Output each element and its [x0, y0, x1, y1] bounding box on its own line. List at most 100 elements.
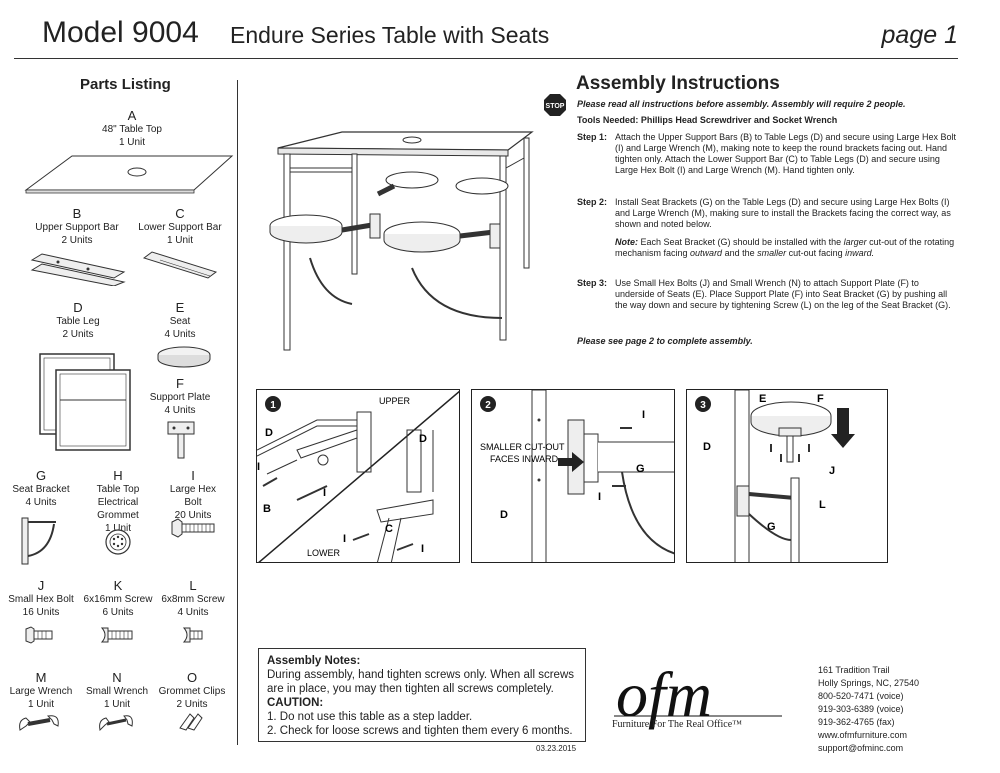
part-f: F Support Plate 4 Units [140, 376, 220, 417]
assembled-table-illustration [269, 131, 534, 351]
diagram-panel-2: 2 I SMALLER CUT-OUT FACES INWARD G I D [471, 389, 675, 563]
part-n: N Small Wrench 1 Unit [82, 670, 152, 711]
part-qty: 2 Units [176, 699, 208, 710]
contact-line: 800-520-7471 (voice) [818, 691, 904, 701]
table-top-illustration [24, 155, 234, 194]
note-emph: smaller [757, 248, 787, 258]
part-letter: B [72, 206, 82, 221]
part-letter: N [112, 670, 122, 685]
label-d: D [265, 427, 273, 439]
brand-tagline: Furniture For The Real Office™ [612, 719, 742, 730]
part-a: A 48" Table Top 1 Unit [62, 108, 202, 149]
label-d: D [419, 433, 427, 445]
note-text: cut-out of the rotating mechanism facing [615, 237, 955, 258]
part-qty: 16 Units [22, 607, 60, 618]
step-text: Install Seat Brackets (G) on the Table L… [615, 197, 951, 229]
part-name: Small Hex Bolt [8, 594, 74, 605]
model-title: Model 9004 [42, 16, 199, 49]
label-l: L [819, 499, 826, 511]
part-qty: 1 Unit [104, 523, 132, 534]
small-wrench-illustration [99, 715, 133, 732]
part-name: 6x8mm Screw [161, 594, 225, 605]
part-name: Table Leg [56, 316, 100, 327]
step-text: Attach the Upper Support Bars (B) to Tab… [615, 132, 957, 175]
part-letter: A [127, 108, 137, 123]
part-name: Lower Support Bar [138, 222, 222, 233]
small-hex-bolt-illustration [25, 626, 53, 644]
part-qty: 4 Units [164, 405, 196, 416]
seat-bracket-illustration [21, 517, 56, 565]
product-subtitle: Endure Series Table with Seats [230, 22, 550, 48]
step-label: Step 2: [577, 197, 608, 207]
diagram-panel-1: 1 D I I B UPPER D C I I LOWER [256, 389, 460, 563]
part-name: 6x16mm Screw [83, 594, 153, 605]
contact-line: 161 Tradition Trail [818, 665, 890, 675]
label-i: I [323, 487, 326, 499]
part-l: L 6x8mm Screw 4 Units [158, 578, 228, 619]
step-2-diagram: 2 I SMALLER CUT-OUT FACES INWARD G I D [480, 390, 674, 562]
upper-support-bar-illustration [30, 253, 126, 286]
part-name: Large Hex Bolt [169, 484, 217, 508]
part-letter: H [113, 468, 123, 483]
notes-body: During assembly, hand tighten screws onl… [267, 669, 575, 695]
part-letter: J [37, 578, 45, 593]
step-text: Use Small Hex Bolts (J) and Small Wrench… [615, 278, 951, 310]
part-letter: O [186, 670, 198, 685]
caution-item-1: 1. Do not use this table as a step ladde… [267, 711, 473, 723]
panel-number: 2 [485, 400, 491, 411]
part-qty: 2 Units [62, 329, 94, 340]
label-g: G [767, 521, 776, 533]
contact-line[interactable]: www.ofmfurniture.com [818, 730, 908, 740]
tools-needed: Tools Needed: Phillips Head Screwdriver … [577, 115, 838, 125]
part-name: Support Plate [149, 392, 211, 403]
step-label: Step 3: [577, 278, 608, 288]
part-k: K 6x16mm Screw 6 Units [80, 578, 156, 619]
seat-illustration [157, 346, 211, 368]
assembly-title: Assembly Instructions [576, 73, 780, 94]
contact-line: Holly Springs, NC, 27540 [818, 678, 920, 688]
support-plate-illustration [167, 421, 195, 459]
contact-line: 919-303-6389 (voice) [818, 704, 904, 714]
part-o: O Grommet Clips 2 Units [156, 670, 228, 711]
part-qty: 1 Unit [103, 699, 131, 710]
part-name: Large Wrench [9, 686, 73, 697]
part-qty: 4 Units [164, 329, 196, 340]
part-name: Small Wrench [85, 686, 149, 697]
diagram-panel-3: 3 E F D J L G [686, 389, 888, 563]
note-emph: inward. [845, 248, 875, 258]
part-qty: 1 Unit [27, 699, 55, 710]
part-qty: 4 Units [25, 497, 57, 508]
contact-line[interactable]: support@ofminc.com [818, 743, 904, 753]
part-letter: E [175, 300, 185, 315]
label-i: I [598, 491, 601, 503]
step-1-diagram: 1 D I I B UPPER D C I I LOWER [257, 390, 459, 562]
part-letter: D [73, 300, 83, 315]
label-i: I [421, 543, 424, 555]
label-b: B [263, 503, 271, 515]
assembly-intro: Please read all instructions before asse… [577, 99, 906, 109]
label-d: D [500, 509, 508, 521]
step-1: Step 1: Attach the Upper Support Bars (B… [577, 132, 957, 176]
part-letter: L [189, 578, 197, 593]
part-letter: G [35, 468, 47, 483]
step-label: Step 1: [577, 132, 608, 142]
label-f: F [817, 393, 824, 405]
part-name: Upper Support Bar [35, 222, 119, 233]
table-leg-illustration [39, 353, 131, 451]
part-b: B Upper Support Bar 2 Units [24, 206, 130, 247]
revision-date: 03.23.2015 [536, 744, 577, 753]
large-wrench-illustration [19, 715, 59, 731]
note-text: and the [722, 248, 758, 258]
label-smaller-cutout: SMALLER CUT-OUT [480, 442, 565, 452]
stop-icon: STOP [544, 94, 566, 116]
notes-title: Assembly Notes: [267, 655, 361, 667]
part-qty: 2 Units [61, 235, 93, 246]
part-qty: 20 Units [174, 510, 212, 521]
part-d: D Table Leg 2 Units [30, 300, 126, 341]
part-name: Grommet Clips [158, 686, 226, 697]
parts-listing-title: Parts Listing [80, 76, 171, 93]
screw-16mm-illustration [100, 627, 133, 643]
part-letter: M [35, 670, 47, 685]
step-3: Step 3: Use Small Hex Bolts (J) and Smal… [577, 278, 957, 311]
note-emph: outward [690, 248, 723, 258]
